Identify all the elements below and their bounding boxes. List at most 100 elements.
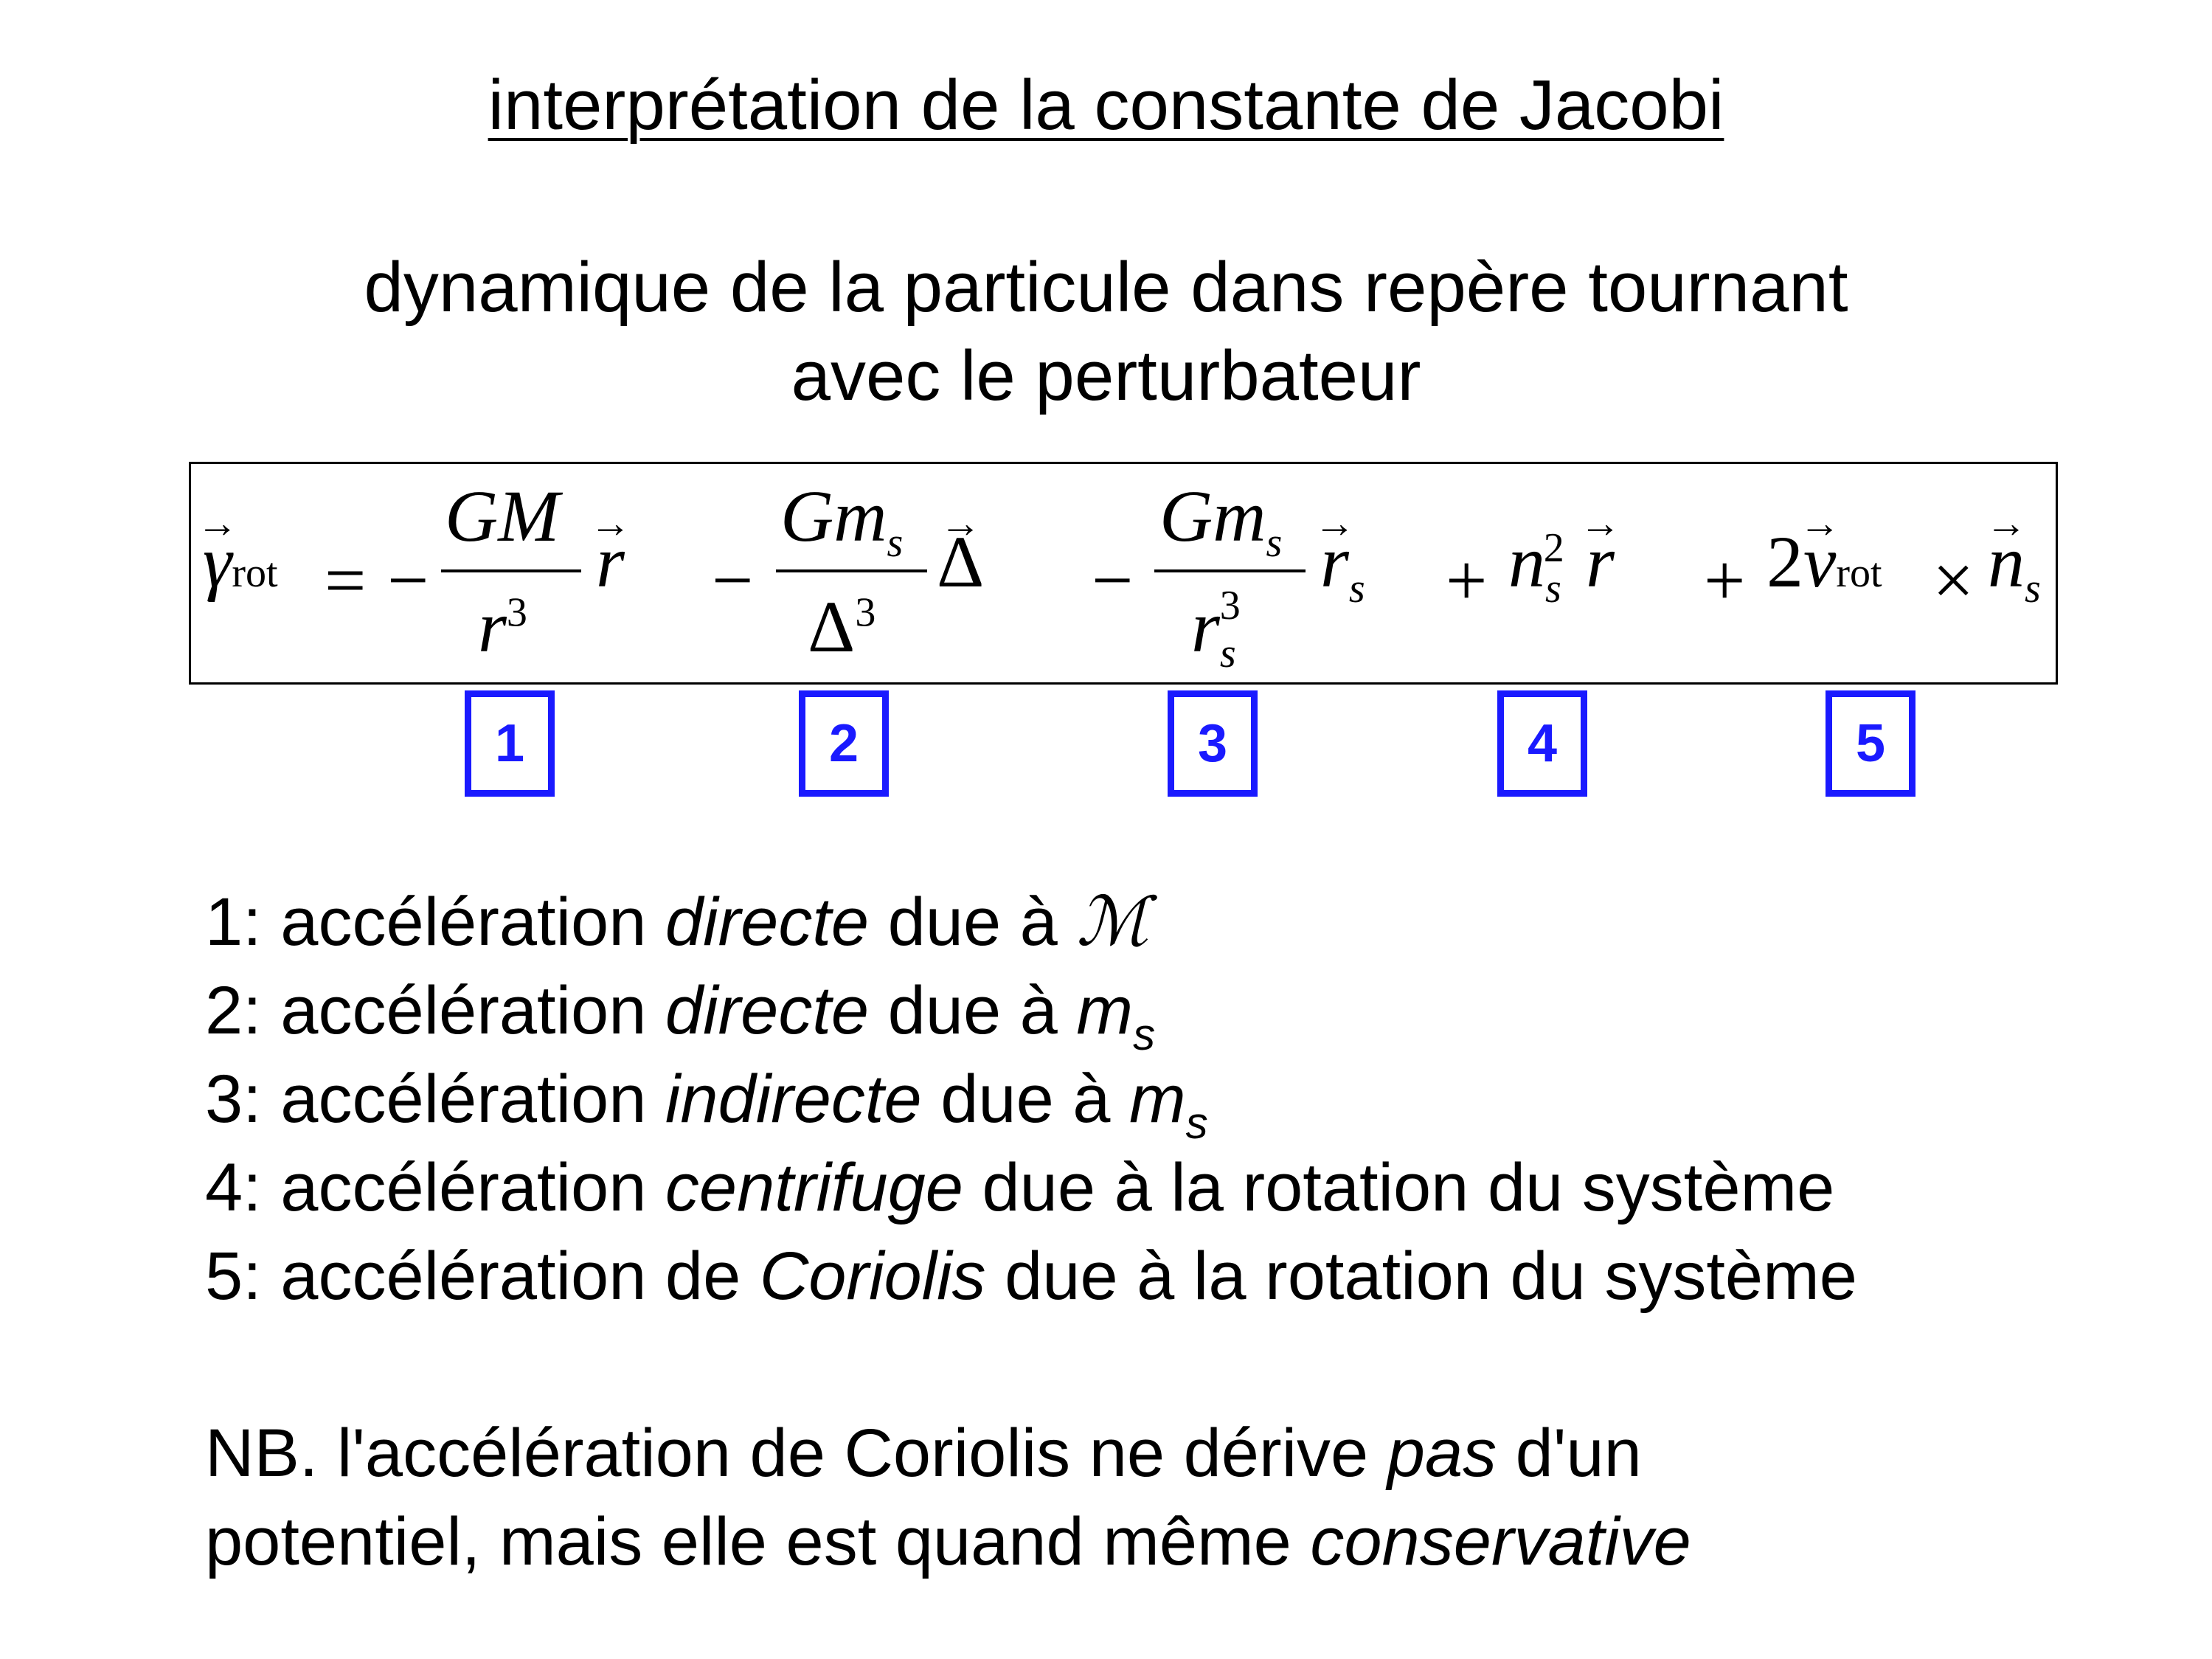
legend-suffix: due à la rotation du système xyxy=(985,1239,1857,1314)
equation-lhs: →γrot xyxy=(197,503,278,599)
vector-arrow: → xyxy=(196,501,238,547)
r-symbol: r xyxy=(596,521,625,603)
note-text: potentiel, mais elle est quand même xyxy=(205,1504,1311,1579)
legend-prefix: 2: accélération xyxy=(205,973,665,1048)
term-label-2: 2 xyxy=(799,690,889,797)
vector-arrow: → xyxy=(1579,501,1621,547)
term-label-3: 3 xyxy=(1168,690,1258,797)
gamma-symbol: γ xyxy=(203,521,232,603)
note-emphasis: pas xyxy=(1387,1416,1497,1491)
plus-sign-2: + xyxy=(1704,539,1746,621)
r-symbol: r xyxy=(1191,586,1220,668)
legend-suffix: due à xyxy=(869,884,1077,960)
legend-prefix: 4: accélération xyxy=(205,1150,665,1225)
legend-symbol-subscript: s xyxy=(1133,1010,1156,1059)
plus-sign-1: + xyxy=(1446,539,1488,621)
legend-prefix: 1: accélération xyxy=(205,884,665,960)
s-subscript: s xyxy=(1545,566,1561,612)
Gm-symbol: Gm xyxy=(780,475,887,557)
legend-symbol-subscript: s xyxy=(1185,1098,1208,1148)
note-text: d'un xyxy=(1497,1416,1642,1491)
legend-emphasis: directe xyxy=(665,884,870,960)
subtitle: dynamique de la particule dans repère to… xyxy=(0,243,2212,420)
note-line-2: potentiel, mais elle est quand même cons… xyxy=(205,1497,1691,1586)
legend-suffix: due à xyxy=(869,973,1077,1048)
vector-arrow: → xyxy=(940,501,982,547)
term5-coriolis: 2→vrot xyxy=(1767,503,1882,599)
times-sign: × xyxy=(1932,539,1974,621)
equals-sign: = xyxy=(325,539,367,621)
legend-suffix: due à xyxy=(921,1061,1130,1137)
exponent-3: 3 xyxy=(855,589,876,636)
legend-item-3: 3: accélération indirecte due à ms xyxy=(205,1055,1208,1168)
rot-subscript: rot xyxy=(1836,550,1882,596)
s-subscript: s xyxy=(887,520,904,566)
legend-symbol: m xyxy=(1129,1061,1186,1137)
subtitle-line-1: dynamique de la particule dans repère to… xyxy=(364,248,1848,327)
r-symbol: r xyxy=(1320,521,1349,603)
exponent-3: 3 xyxy=(1219,582,1241,628)
note-text: NB. l'accélération de Coriolis ne dérive xyxy=(205,1416,1387,1491)
term-label-4: 4 xyxy=(1497,690,1587,797)
v-symbol: v xyxy=(1803,521,1837,603)
delta-symbol: Δ xyxy=(937,521,985,603)
legend-item-2: 2: accélération directe due à ms xyxy=(205,966,1155,1079)
r-symbol: r xyxy=(478,586,507,668)
equation-box xyxy=(189,462,2058,685)
legend-symbol: m xyxy=(1076,973,1134,1048)
s-subscript: s xyxy=(1219,631,1236,676)
rot-subscript: rot xyxy=(232,550,278,596)
term4-r-vector: →r xyxy=(1579,503,1620,599)
minus-sign-3: − xyxy=(1092,539,1134,621)
term-label-1: 1 xyxy=(465,690,555,797)
term2-fraction-bar xyxy=(776,569,927,572)
legend-prefix: 3: accélération xyxy=(205,1061,665,1137)
term2-denominator: Δ3 xyxy=(808,590,876,664)
legend-item-5: 5: accélération de Coriolis due à la rot… xyxy=(205,1232,1857,1320)
legend-prefix: 5: accélération de xyxy=(205,1239,760,1314)
vector-arrow: → xyxy=(589,501,631,547)
exponent-3: 3 xyxy=(506,589,527,636)
term1-numerator: GM xyxy=(445,475,560,557)
vector-arrow: → xyxy=(1986,501,2027,547)
n-symbol: n xyxy=(1508,521,1545,603)
r-symbol: r xyxy=(1586,521,1615,603)
legend-emphasis: indirecte xyxy=(665,1061,922,1137)
term1-r-vector: →r xyxy=(589,503,631,599)
term5-ns-vector: →ns xyxy=(1986,503,2041,612)
minus-sign-2: − xyxy=(712,539,754,621)
legend-item-1: 1: accélération directe due à ℳ xyxy=(205,878,1149,966)
page-title: interprétation de la constante de Jacobi xyxy=(488,66,1724,145)
legend-symbol: ℳ xyxy=(1076,882,1149,961)
subtitle-line-2: avec le perturbateur xyxy=(791,336,1421,415)
delta-symbol: Δ xyxy=(808,586,856,668)
term1-fraction-bar xyxy=(441,569,581,572)
legend-item-4: 4: accélération centrifuge due à la rota… xyxy=(205,1143,1834,1232)
term3-denominator: rs3 xyxy=(1191,585,1257,676)
note-line-1: NB. l'accélération de Coriolis ne dérive… xyxy=(205,1409,1642,1497)
gamma-vector: →γ xyxy=(197,503,238,599)
minus-sign-1: − xyxy=(387,539,429,621)
term3-fraction-bar xyxy=(1154,569,1306,572)
note-emphasis: conservative xyxy=(1310,1504,1691,1579)
term3-numerator: Gms xyxy=(1159,479,1282,564)
term4-ns2: ns2 xyxy=(1508,524,1582,612)
exponent-2: 2 xyxy=(1543,524,1564,571)
s-subscript: s xyxy=(2025,566,2041,612)
s-subscript: s xyxy=(1348,566,1365,612)
legend-suffix: due à la rotation du système xyxy=(963,1150,1835,1225)
term-label-5: 5 xyxy=(1826,690,1915,797)
legend-emphasis: Coriolis xyxy=(759,1239,986,1314)
term1-denominator: r3 xyxy=(478,590,527,664)
vector-arrow: → xyxy=(1799,501,1841,547)
term2-delta-vector: →Δ xyxy=(937,503,984,599)
coefficient-2: 2 xyxy=(1767,521,1803,603)
term2-numerator: Gms xyxy=(780,479,903,564)
term3-rs-vector: →rs xyxy=(1314,503,1365,612)
n-symbol: n xyxy=(1988,521,2025,603)
Gm-symbol: Gm xyxy=(1159,475,1266,557)
vector-arrow: → xyxy=(1314,501,1356,547)
legend-emphasis: directe xyxy=(665,973,870,1048)
s-subscript: s xyxy=(1266,520,1283,566)
legend-emphasis: centrifuge xyxy=(665,1150,963,1225)
